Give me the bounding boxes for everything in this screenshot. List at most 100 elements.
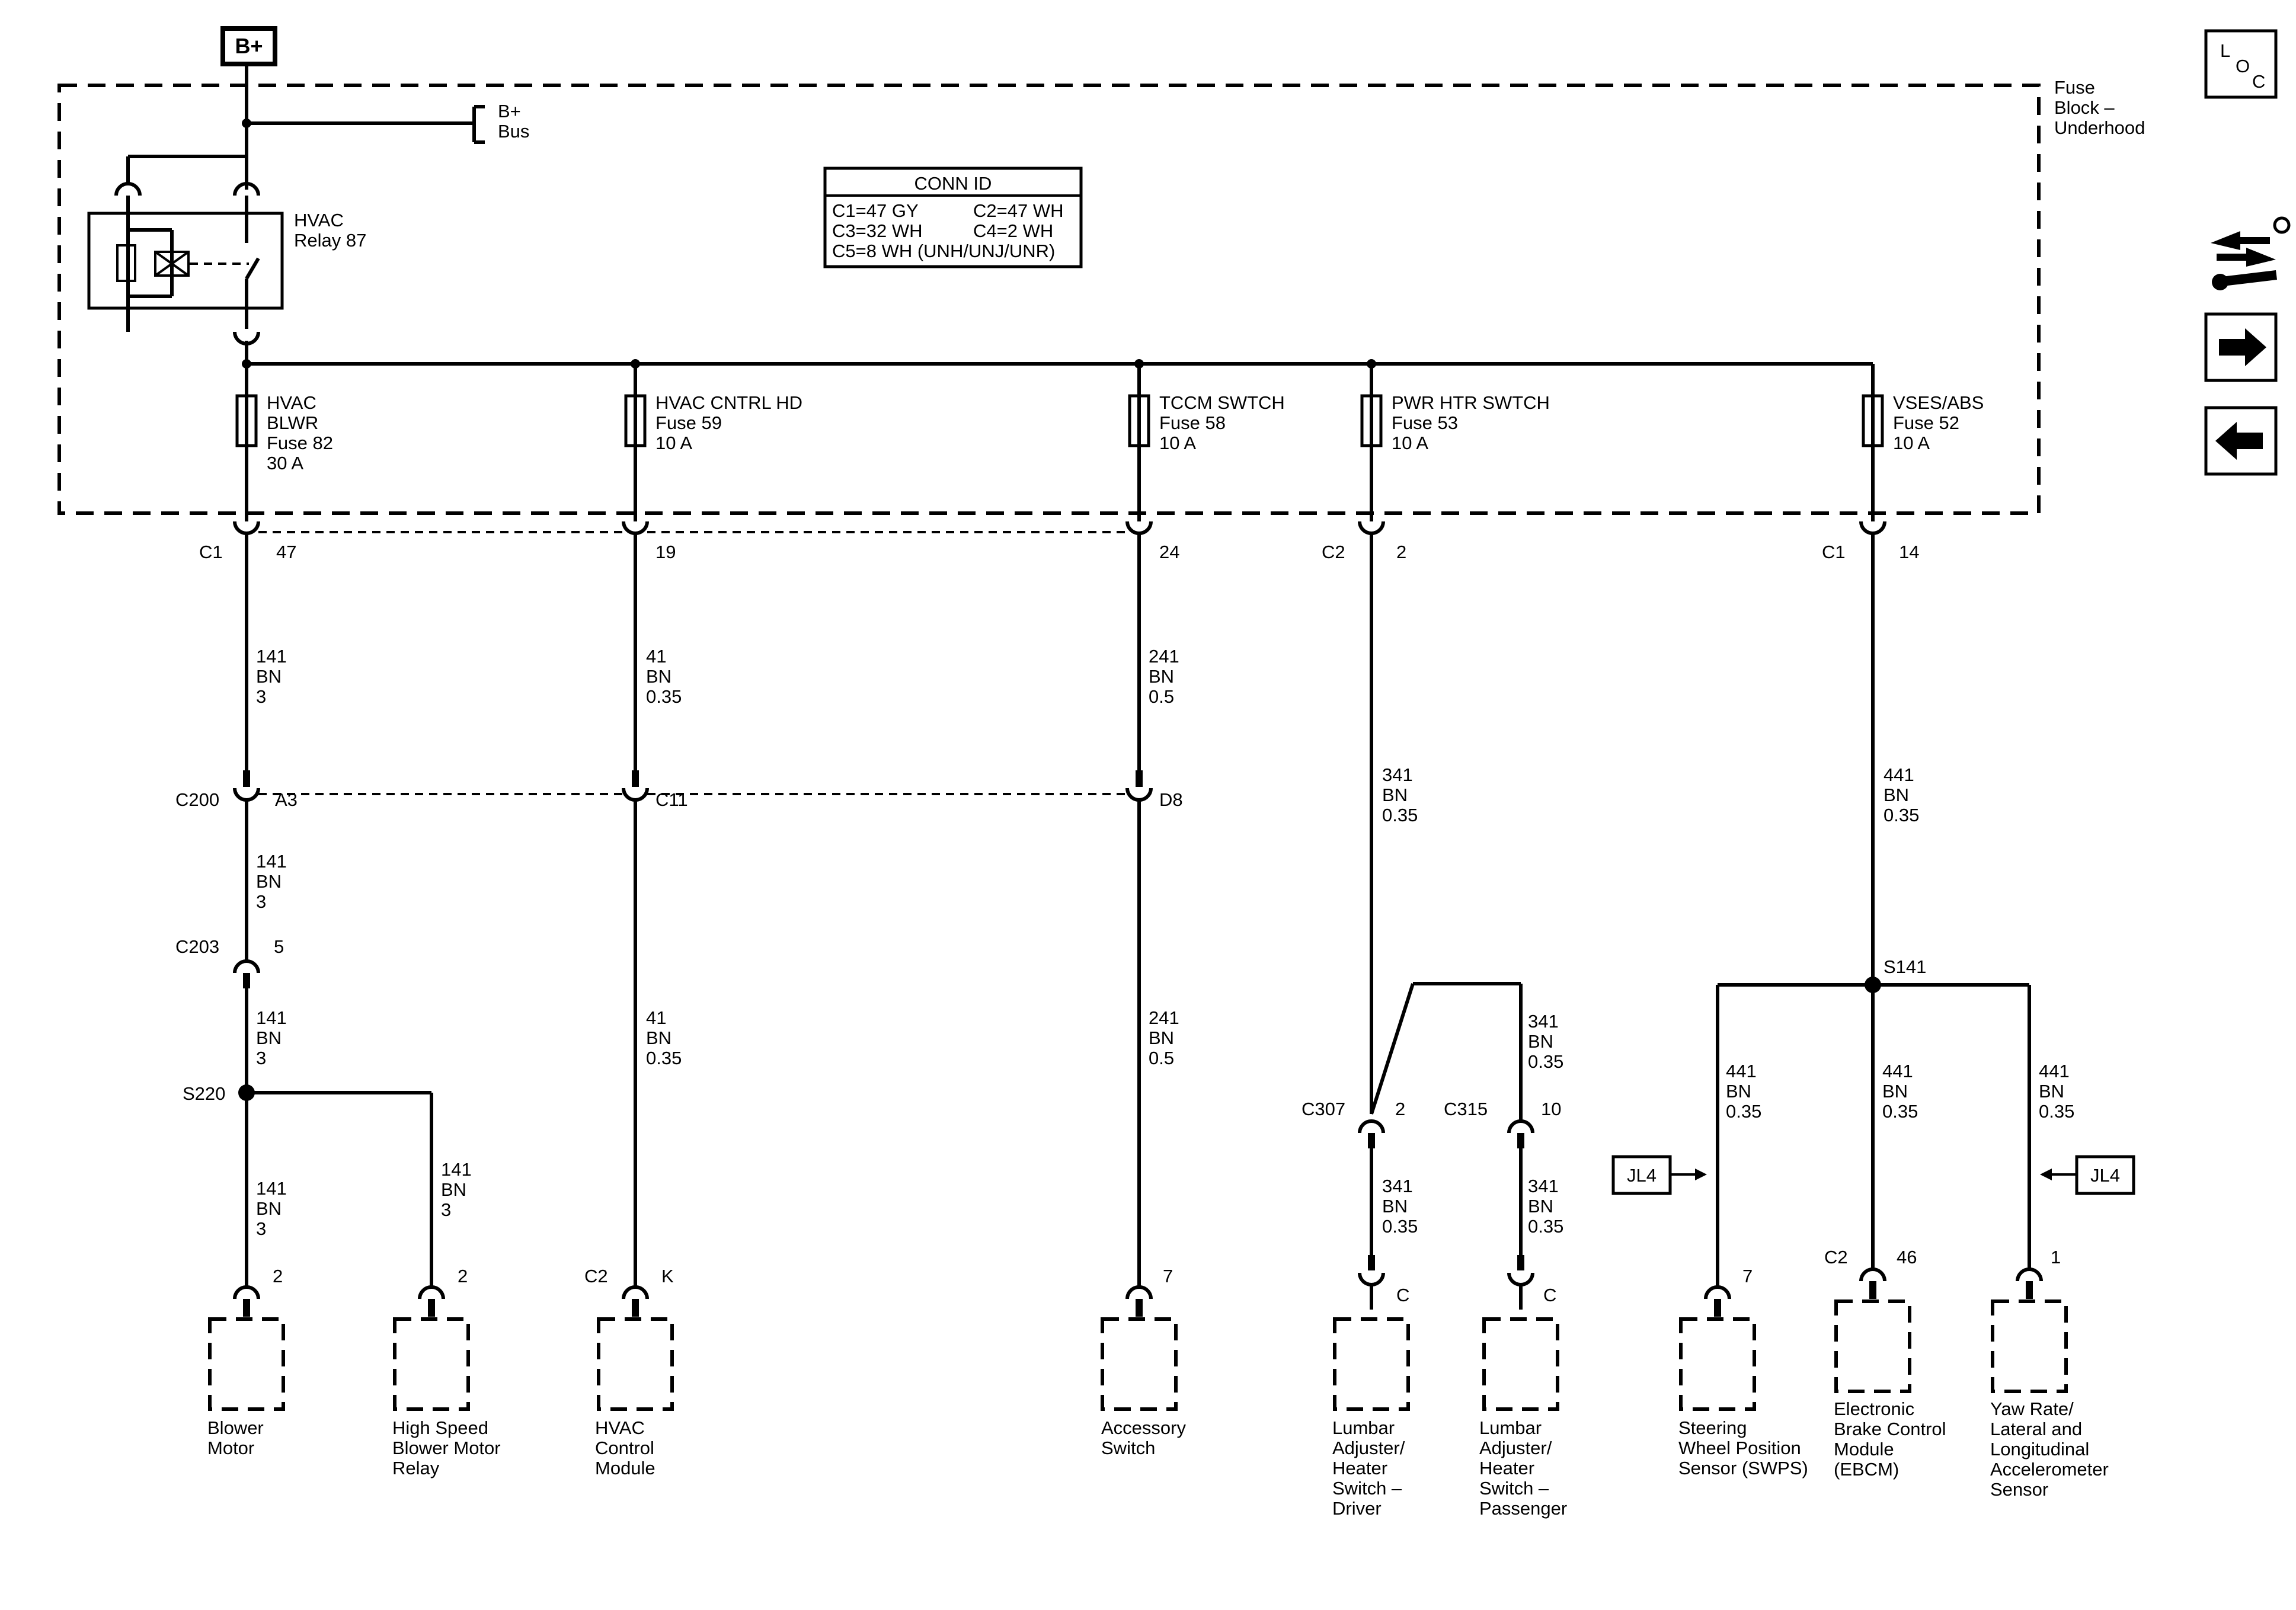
c1-b-label: C1 xyxy=(1822,542,1846,562)
svg-text:Lumbar: Lumbar xyxy=(1479,1417,1542,1438)
svg-text:BN: BN xyxy=(1882,1081,1908,1102)
svg-text:441: 441 xyxy=(2039,1061,2070,1081)
svg-text:Brake Control: Brake Control xyxy=(1834,1419,1946,1439)
svg-text:BN: BN xyxy=(256,1198,282,1219)
c307-pin: 2 xyxy=(1395,1099,1405,1119)
svg-text:BN: BN xyxy=(1884,785,1909,805)
svg-text:441: 441 xyxy=(1882,1061,1913,1081)
conn-id-r3: C5=8 WH (UNH/UNJ/UNR) xyxy=(832,241,1055,261)
loc-icon[interactable]: L O C xyxy=(2204,29,2278,99)
fuse-58-l1: TCCM SWTCH xyxy=(1159,392,1285,413)
svg-text:Switch –: Switch – xyxy=(1332,1478,1402,1499)
svg-text:BN: BN xyxy=(256,1028,282,1048)
fuse-52-l2: Fuse 52 xyxy=(1893,412,1959,433)
prev-page-button[interactable] xyxy=(2204,406,2278,476)
s220-label: S220 xyxy=(183,1083,225,1104)
svg-text:Accelerometer: Accelerometer xyxy=(1990,1459,2109,1480)
svg-text:0.35: 0.35 xyxy=(2039,1101,2074,1122)
svg-text:341: 341 xyxy=(1382,764,1413,785)
svg-text:Passenger: Passenger xyxy=(1479,1498,1567,1519)
next-page-button[interactable] xyxy=(2204,312,2278,382)
b-plus-source: B+ xyxy=(220,26,277,66)
svg-text:0.5: 0.5 xyxy=(1149,686,1174,707)
svg-text:BN: BN xyxy=(1149,666,1174,687)
svg-text:141: 141 xyxy=(256,851,287,872)
c200-label: C200 xyxy=(175,789,219,810)
c2-a-label: C2 xyxy=(1322,542,1345,562)
fuse-82-l4: 30 A xyxy=(267,453,303,473)
bus-label-1: B+ xyxy=(498,101,521,121)
hvac-mod-conn: C2 xyxy=(584,1266,608,1286)
fuse-53-l1: PWR HTR SWTCH xyxy=(1392,392,1550,413)
a3-label: A3 xyxy=(275,789,298,810)
wire-labels: 141 BN 3 41 BN 0.35 241 BN 0.5 341 BN 0.… xyxy=(256,646,2074,1239)
svg-text:441: 441 xyxy=(1884,764,1914,785)
arrow-left-icon xyxy=(2215,422,2263,460)
wrench-arrows-icon[interactable] xyxy=(2211,216,2291,290)
svg-text:3: 3 xyxy=(256,1048,266,1068)
d8-label: D8 xyxy=(1159,789,1183,810)
fuse-59 xyxy=(624,364,647,521)
fuse-59-l3: 10 A xyxy=(655,433,692,453)
svg-text:BN: BN xyxy=(1149,1028,1174,1048)
s141-label: S141 xyxy=(1884,956,1926,977)
svg-text:Motor: Motor xyxy=(207,1438,254,1458)
svg-text:Adjuster/: Adjuster/ xyxy=(1332,1438,1405,1458)
svg-text:Blower Motor: Blower Motor xyxy=(392,1438,501,1458)
pin-19: 19 xyxy=(655,542,676,562)
fuse-52-l3: 10 A xyxy=(1893,433,1930,453)
svg-text:Blower: Blower xyxy=(207,1417,264,1438)
c11-label: C11 xyxy=(655,789,688,810)
svg-text:BN: BN xyxy=(1528,1196,1553,1217)
c307-label: C307 xyxy=(1302,1099,1345,1119)
svg-text:341: 341 xyxy=(1382,1176,1413,1196)
conn-id-r2-right: C4=2 WH xyxy=(973,220,1053,241)
svg-text:Accessory: Accessory xyxy=(1101,1417,1186,1438)
svg-text:0.35: 0.35 xyxy=(646,1048,682,1068)
svg-text:Driver: Driver xyxy=(1332,1498,1382,1519)
hvac-mod-pin: K xyxy=(661,1266,674,1286)
svg-text:BN: BN xyxy=(1528,1031,1553,1052)
c203-label: C203 xyxy=(175,936,219,957)
fuse-59-l2: Fuse 59 xyxy=(655,412,722,433)
jl4-ref-left[interactable]: JL4 xyxy=(1611,1155,1707,1195)
hvac-control-module xyxy=(597,1285,674,1411)
c315-label: C315 xyxy=(1444,1099,1488,1119)
svg-text:BN: BN xyxy=(1382,1196,1408,1217)
fuse-53-l2: Fuse 53 xyxy=(1392,412,1458,433)
c203-pin: 5 xyxy=(274,936,284,957)
svg-text:3: 3 xyxy=(256,1218,266,1239)
svg-text:JL4: JL4 xyxy=(2090,1165,2120,1186)
c1-a-label: C1 xyxy=(199,542,223,562)
steering-wheel-position-sensor xyxy=(1679,1285,1756,1411)
svg-text:Control: Control xyxy=(595,1438,654,1458)
svg-text:0.35: 0.35 xyxy=(1382,1216,1418,1237)
conn-id-title: CONN ID xyxy=(914,173,992,194)
svg-text:0.35: 0.35 xyxy=(1884,805,1919,825)
svg-text:O: O xyxy=(2236,56,2250,76)
svg-text:(EBCM): (EBCM) xyxy=(1834,1459,1899,1480)
fuse-82 xyxy=(235,364,258,521)
exit-connectors xyxy=(233,521,1886,535)
electronic-brake-control-module xyxy=(1834,1267,1911,1393)
c2-a-pin: 2 xyxy=(1396,542,1406,562)
svg-text:Switch: Switch xyxy=(1101,1438,1155,1458)
svg-text:BN: BN xyxy=(1726,1081,1751,1102)
fuse-block-title-2: Block – xyxy=(2054,97,2115,118)
svg-text:Module: Module xyxy=(1834,1439,1894,1459)
svg-text:BN: BN xyxy=(1382,785,1408,805)
svg-text:0.35: 0.35 xyxy=(646,686,682,707)
ebcm-pin: 46 xyxy=(1897,1247,1917,1267)
conn-id-table: CONN ID C1=47 GY C2=47 WH C3=32 WH C4=2 … xyxy=(823,167,1083,268)
svg-text:BN: BN xyxy=(441,1179,466,1200)
svg-text:0.5: 0.5 xyxy=(1149,1048,1174,1068)
relay-name-2: Relay 87 xyxy=(294,230,366,251)
svg-text:41: 41 xyxy=(646,1007,666,1028)
yaw-pin: 1 xyxy=(2051,1247,2061,1267)
svg-text:0.35: 0.35 xyxy=(1528,1051,1563,1072)
svg-text:BN: BN xyxy=(646,666,671,687)
svg-text:3: 3 xyxy=(256,891,266,912)
jl4-ref-right[interactable]: JL4 xyxy=(2040,1155,2135,1195)
lumbar-switch-driver xyxy=(1333,1317,1410,1411)
